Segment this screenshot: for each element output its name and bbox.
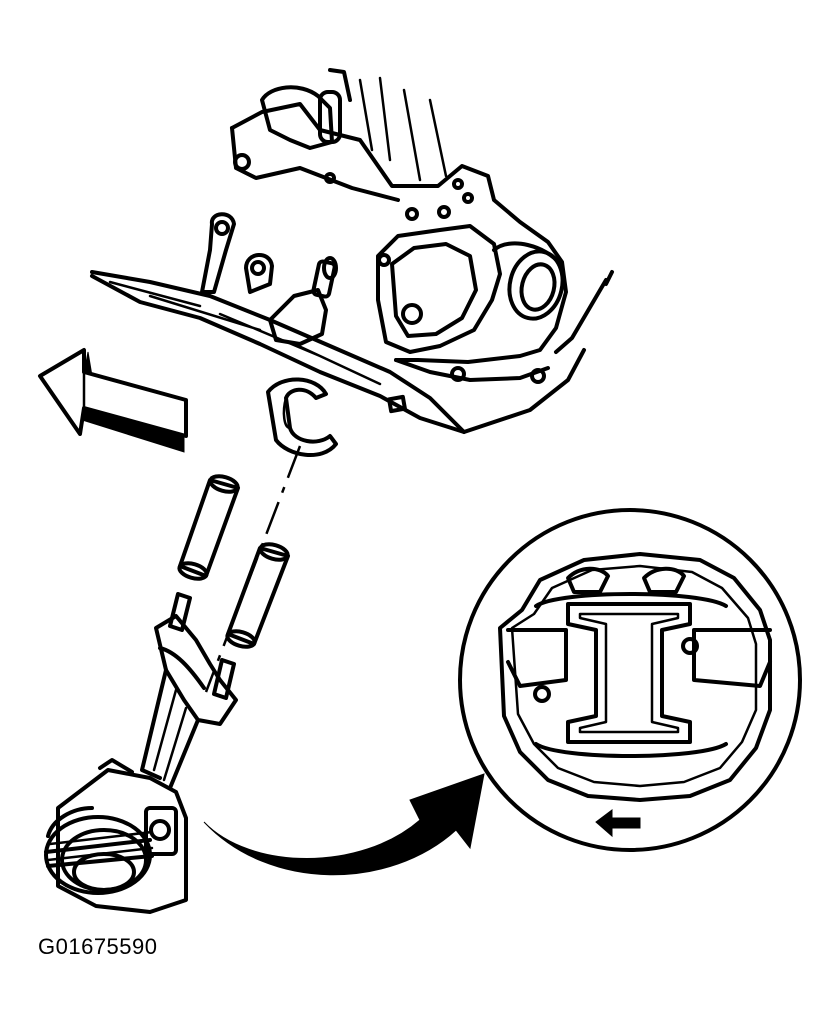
rod-bolt-guide-sleeve-right bbox=[225, 542, 290, 649]
front-direction-arrow-icon bbox=[38, 348, 188, 453]
engine-block bbox=[90, 68, 614, 434]
piston-front-mark-arrow-icon bbox=[595, 809, 641, 838]
curved-callout-arrow-icon bbox=[203, 773, 485, 876]
rod-bolt-guide-sleeve-left bbox=[177, 474, 240, 581]
piston-and-connecting-rod bbox=[44, 592, 238, 914]
figure-code: G01675590 bbox=[38, 934, 158, 959]
piston-top-detail bbox=[458, 508, 802, 852]
bearing-insert-upper bbox=[266, 377, 338, 458]
